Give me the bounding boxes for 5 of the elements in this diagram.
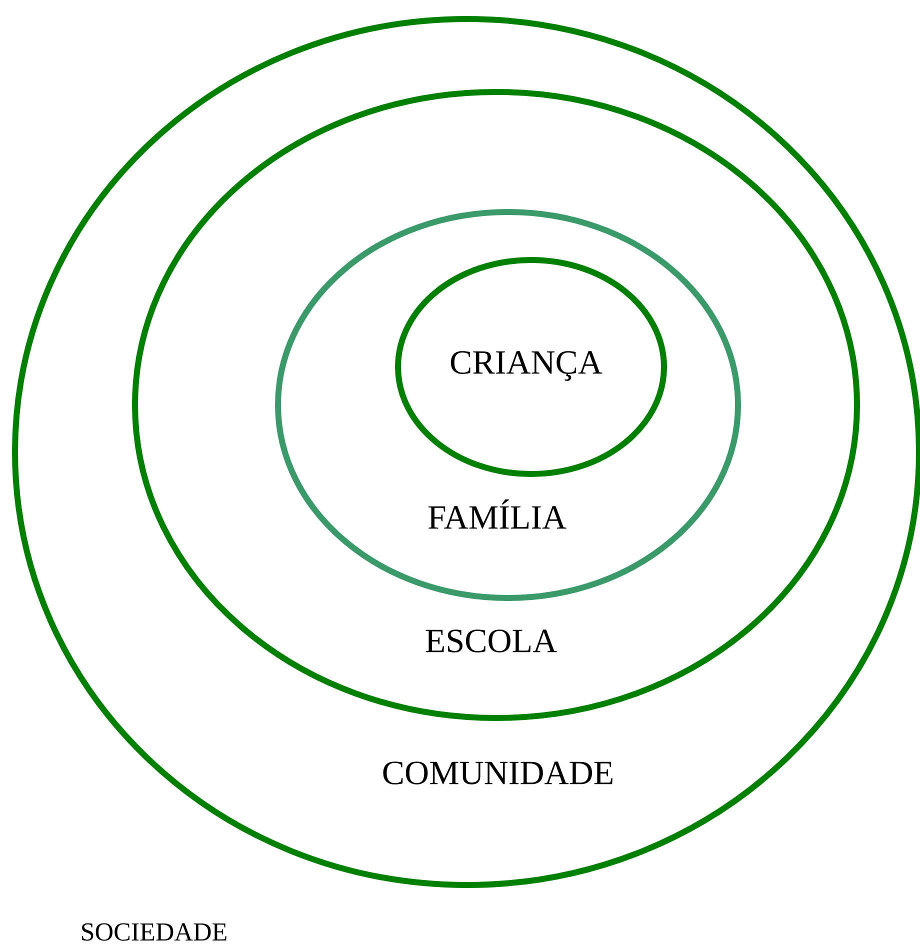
ring-label: CRIANÇA <box>450 351 602 381</box>
ring-label: COMUNIDADE <box>383 762 612 784</box>
ring-label: FAMÍLIA <box>428 499 566 529</box>
ring-label: ESCOLA <box>426 630 557 652</box>
outer-label: SOCIEDADE <box>82 923 226 941</box>
